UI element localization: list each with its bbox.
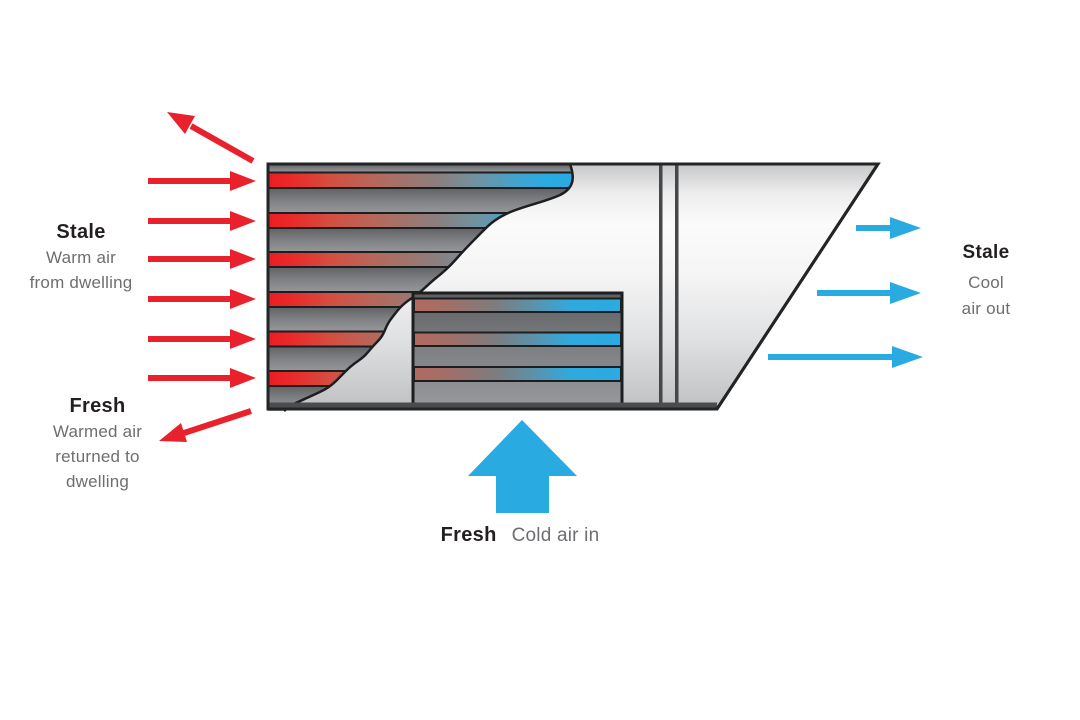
exchanger-air-channel [413, 297, 622, 313]
stale-warm-air-label: Stale Warm air from dwelling [0, 219, 162, 295]
cool-air-arrow-icon [817, 282, 921, 304]
unit-base-strip [268, 402, 717, 409]
exchanger-plate [268, 164, 573, 173]
warm-air-arrow-icon [148, 171, 256, 191]
fresh-out-line3: dwelling [65, 472, 130, 491]
warm-air-arrow-icon [148, 329, 256, 349]
fresh-in-caption: Cold air in [511, 525, 600, 546]
fresh-in-title: Fresh [440, 524, 497, 546]
exchanger-air-channel [413, 366, 622, 382]
cool-air-arrow-icon [856, 217, 921, 239]
stale-in-line1: Warm air [46, 248, 116, 267]
cool-air-arrow-icon [768, 346, 923, 368]
fresh-out-title: Fresh [69, 395, 126, 417]
stale-out-line1: Cool [968, 273, 1004, 292]
cold-air-in-arrow-icon [468, 420, 577, 513]
exchanger-air-channel [413, 331, 622, 347]
warm-air-in-arrows [148, 171, 256, 388]
heat-exchanger-secondary [411, 291, 624, 409]
warm-air-arrow-icon [148, 289, 256, 309]
seam-line [659, 165, 663, 408]
stale-out-line2: air out [961, 299, 1011, 318]
stale-in-line2: from dwelling [29, 273, 133, 292]
exchanger-air-channel [268, 171, 573, 189]
fresh-out-line2: returned to [55, 447, 140, 466]
fresh-cold-air-label: Fresh Cold air in [385, 523, 655, 548]
stale-out-title: Stale [962, 242, 1010, 263]
divider-seam [659, 165, 679, 408]
seam-line [675, 165, 679, 408]
fresh-warmed-air-label: Fresh Warmed air returned to dwelling [15, 393, 180, 494]
unit-outline [266, 162, 881, 411]
stale-cool-air-label: Stale Cool air out [912, 240, 1060, 322]
warm-air-arrow-icon [148, 249, 256, 269]
warm-air-arrow-icon [148, 211, 256, 231]
fresh-out-line1: Warmed air [52, 422, 143, 441]
warm-return-arrow-top-icon [167, 112, 255, 164]
stale-in-title: Stale [56, 221, 106, 243]
warm-air-arrow-icon [148, 368, 256, 388]
cool-air-out-arrows [768, 217, 923, 368]
warm-return-arrow-bottom-icon [159, 408, 252, 442]
